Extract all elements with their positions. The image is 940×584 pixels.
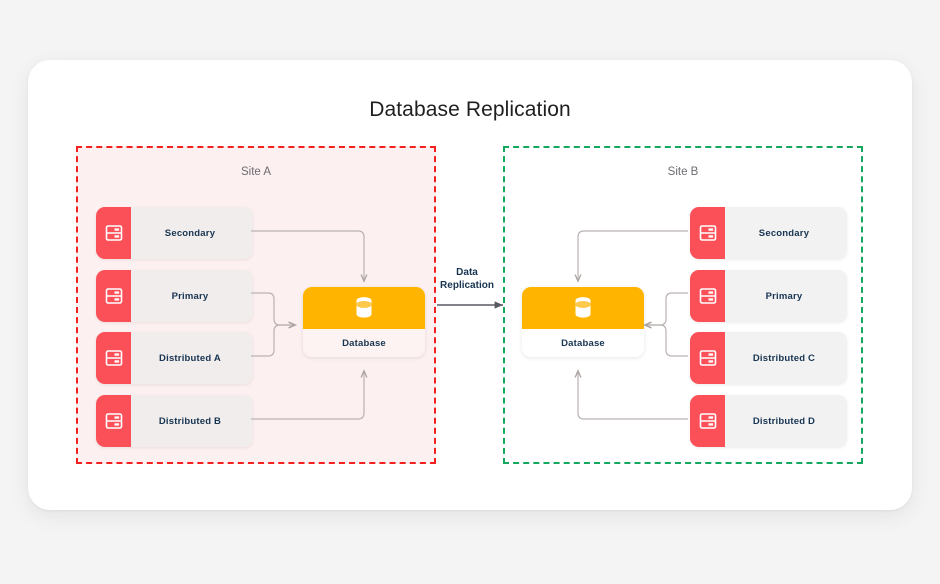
server-icon: [690, 270, 725, 322]
server-icon: [96, 332, 131, 384]
node-secondary-b[interactable]: Secondary: [690, 207, 847, 259]
node-label: Distributed B: [158, 415, 222, 427]
node-distributed-d[interactable]: Distributed D: [690, 395, 847, 447]
node-distributed-b[interactable]: Distributed B: [96, 395, 253, 447]
data-replication-label-line2: Replication: [440, 280, 494, 291]
node-distributed-c[interactable]: Distributed C: [690, 332, 847, 384]
server-icon: [690, 207, 725, 259]
database-cylinder-icon: [522, 287, 644, 329]
node-label: Primary: [765, 290, 803, 302]
site-container-a: Site A Secondary: [76, 146, 436, 464]
server-icon: [690, 395, 725, 447]
node-label: Distributed C: [752, 352, 816, 364]
server-icon: [690, 332, 725, 384]
node-database-a[interactable]: Database: [303, 287, 425, 357]
server-icon: [96, 395, 131, 447]
server-icon: [96, 270, 131, 322]
site-container-b: Site B Secondary: [503, 146, 863, 464]
node-primary-a[interactable]: Primary: [96, 270, 253, 322]
node-label: Distributed D: [752, 415, 816, 427]
node-distributed-a[interactable]: Distributed A: [96, 332, 253, 384]
node-primary-b[interactable]: Primary: [690, 270, 847, 322]
node-secondary-a[interactable]: Secondary: [96, 207, 253, 259]
site-b-label: Site B: [667, 166, 699, 178]
node-label: Secondary: [758, 227, 810, 239]
server-icon: [96, 207, 131, 259]
data-replication-label: Data Replication: [428, 266, 506, 292]
node-label: Secondary: [164, 227, 216, 239]
node-label: Distributed A: [159, 352, 221, 364]
page-title: Database Replication: [369, 98, 571, 121]
database-cylinder-icon: [303, 287, 425, 329]
database-label: Database: [303, 329, 425, 357]
node-label: Primary: [171, 290, 209, 302]
node-database-b[interactable]: Database: [522, 287, 644, 357]
data-replication-label-line1: Data: [456, 267, 478, 278]
site-a-label: Site A: [240, 166, 272, 178]
database-label: Database: [522, 329, 644, 357]
